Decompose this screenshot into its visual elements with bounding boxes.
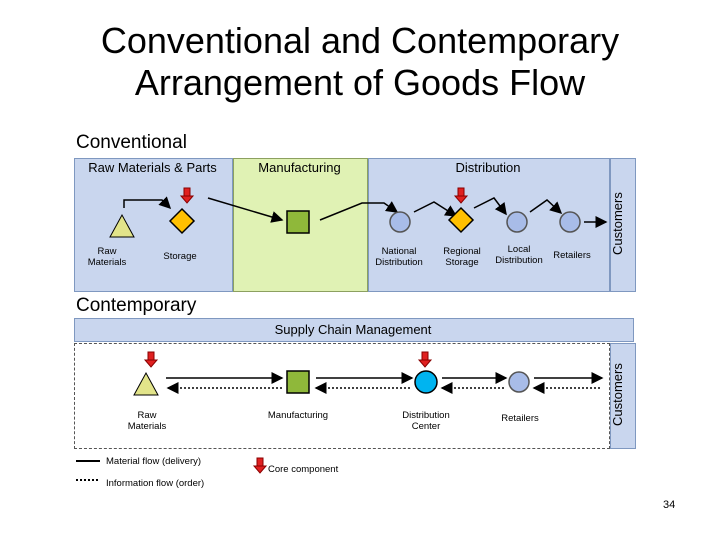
page-title: Conventional and Contemporary Arrangemen… bbox=[0, 20, 720, 104]
raw-parts-header: Raw Materials & Parts bbox=[88, 160, 217, 175]
label-raw-materials-conv: Raw Materials bbox=[87, 246, 127, 268]
diamond-storage-conv bbox=[168, 207, 196, 235]
page-number: 34 bbox=[663, 499, 676, 511]
contemporary-flow-box bbox=[74, 343, 610, 449]
diamond-regional-storage bbox=[447, 206, 475, 234]
triangle-raw-materials-conv bbox=[109, 213, 135, 238]
conventional-red-markers bbox=[179, 187, 469, 204]
scm-header-label: Supply Chain Management bbox=[274, 322, 432, 337]
contemporary-red-markers bbox=[143, 351, 433, 368]
square-manufacturing-conv bbox=[286, 210, 310, 234]
triangle-raw-materials-cont bbox=[133, 371, 159, 396]
label-distribution-center: Distribution Center bbox=[402, 410, 450, 432]
label-retailers-conv: Retailers bbox=[553, 250, 591, 261]
circle-national-distribution bbox=[389, 211, 411, 233]
conventional-material-arrows bbox=[123, 196, 608, 228]
title-line-1: Conventional and Contemporary bbox=[100, 20, 620, 61]
legend-information-flow: Information flow (order) bbox=[106, 478, 205, 489]
circle-retailers-cont bbox=[508, 371, 530, 393]
distribution-header: Distribution bbox=[455, 160, 521, 175]
label-local-distribution: Local Distribution bbox=[495, 244, 543, 266]
customers-region-contemporary bbox=[610, 343, 636, 449]
circle-local-distribution bbox=[506, 211, 528, 233]
label-storage: Storage bbox=[163, 251, 197, 262]
manufacturing-header: Manufacturing bbox=[258, 160, 341, 175]
raw-parts-region bbox=[74, 158, 233, 292]
contemporary-label: Contemporary bbox=[76, 295, 197, 316]
label-raw-materials-cont: Raw Materials bbox=[127, 410, 167, 432]
label-retailers-cont: Retailers bbox=[501, 413, 539, 424]
legend-core-marker bbox=[252, 457, 268, 474]
label-manufacturing-cont: Manufacturing bbox=[267, 410, 329, 421]
circle-distribution-center bbox=[414, 370, 438, 394]
legend-material-flow: Material flow (delivery) bbox=[106, 456, 202, 467]
circle-retailers-conv bbox=[559, 211, 581, 233]
customers-region-conventional bbox=[610, 158, 636, 292]
square-manufacturing-cont bbox=[286, 370, 310, 394]
conventional-label: Conventional bbox=[76, 132, 187, 153]
legend-core-component: Core component bbox=[268, 464, 339, 475]
label-national-distribution: National Distribution bbox=[375, 246, 423, 268]
title-line-2: Arrangement of Goods Flow bbox=[134, 62, 586, 103]
scm-header bbox=[74, 318, 634, 342]
label-regional-storage: Regional Storage bbox=[443, 246, 481, 268]
